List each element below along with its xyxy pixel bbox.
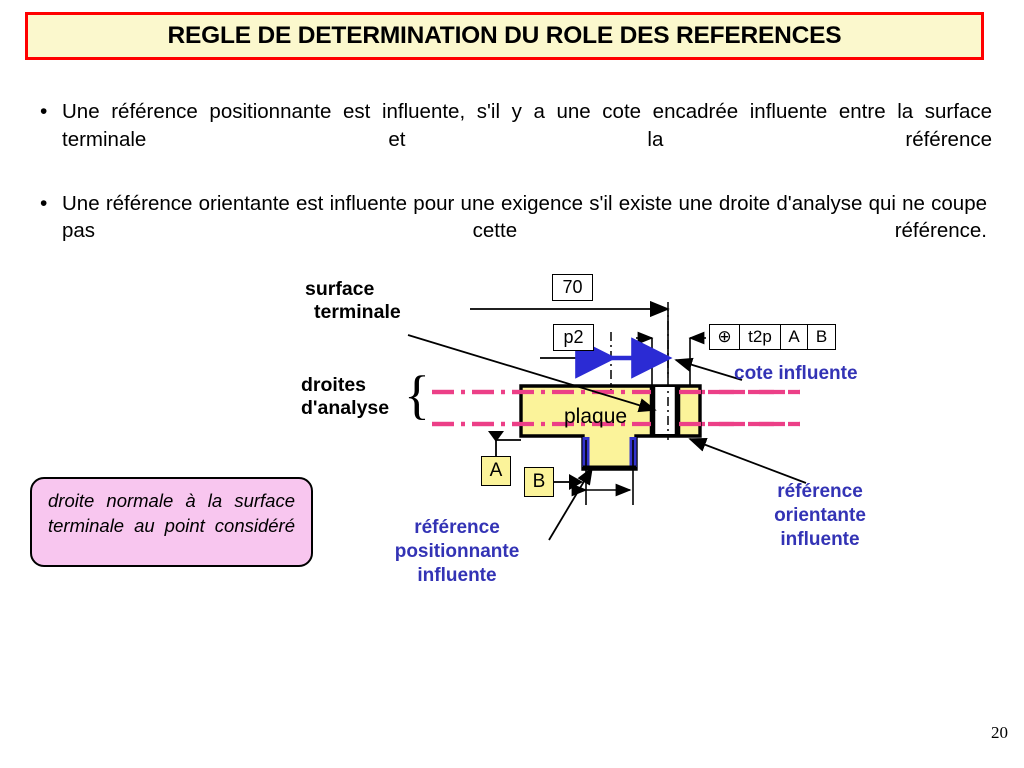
label-surface-terminale-line2: terminale: [314, 301, 401, 323]
bullet-item: • Une référence orientante est influente…: [34, 190, 994, 273]
label-surface-terminale: surface terminale: [305, 278, 401, 324]
tolerance-value: t2p: [740, 325, 781, 349]
label-droites-analyse: droites d'analyse: [301, 374, 389, 420]
annotation-rp-line2: positionnante: [394, 541, 520, 562]
bullet-marker: •: [40, 100, 48, 123]
bullet-text: Une référence orientante est influente p…: [62, 191, 987, 243]
datum-a-indicator: [488, 431, 521, 456]
bullet-text: Une référence positionnante est influent…: [62, 100, 992, 151]
label-surface-terminale-line1: surface: [305, 278, 375, 300]
centre-lines: [610, 302, 669, 440]
annotation-cote-influente: cote influente: [734, 363, 858, 384]
part-slot: [654, 387, 676, 435]
callout-box: droite normale à la surface terminale au…: [30, 477, 313, 567]
bullet-list: • Une référence positionnante est influe…: [34, 98, 994, 281]
analysis-lines-overlay: [432, 389, 800, 427]
annotation-rp-line1: référence: [414, 517, 500, 538]
callout-text: droite normale à la surface terminale au…: [48, 490, 295, 536]
page-number: 20: [991, 723, 1008, 742]
annotation-reference-orientante: référence orientante influente: [752, 480, 888, 552]
datum-ref-secondary: B: [815, 327, 828, 346]
position-symbol-icon: ⊕: [710, 325, 740, 349]
datum-b-indicator: [553, 474, 583, 490]
leader-reference-orientante: [688, 438, 807, 484]
dimension-value-70: 70: [552, 274, 593, 301]
bullet-item: • Une référence positionnante est influe…: [34, 98, 994, 181]
annotation-ro-line3: influente: [780, 529, 860, 550]
label-droites-line2: d'analyse: [301, 397, 390, 419]
datum-label-b: B: [524, 467, 554, 497]
slide-title-banner: REGLE DE DETERMINATION DU ROLE DES REFER…: [25, 12, 984, 60]
dimension-value-p2: p2: [553, 324, 594, 351]
drawing-vector-layer: [407, 300, 807, 541]
label-droites-line1: droites: [301, 374, 367, 396]
annotation-rp-line3: influente: [417, 565, 497, 586]
annotation-reference-positionnante: référence positionnante influente: [372, 516, 542, 588]
datum-label-a: A: [481, 456, 511, 486]
annotation-ro-line1: référence: [777, 481, 863, 502]
datum-ref-primary: A: [781, 325, 808, 349]
technical-drawing: surface terminale droites d'analyse { 70…: [0, 250, 1024, 630]
page-title: REGLE DE DETERMINATION DU ROLE DES REFER…: [167, 22, 842, 49]
leader-reference-positionnante: [548, 466, 593, 541]
leader-cote-influente: [674, 357, 743, 381]
brace-symbol: {: [404, 365, 430, 425]
annotation-ro-line2: orientante: [774, 505, 866, 526]
part-name-label: plaque: [564, 405, 628, 428]
bullet-marker: •: [40, 191, 48, 215]
leader-surface-terminale: [407, 334, 657, 413]
feature-control-frame: ⊕ t2p A B: [709, 324, 836, 350]
